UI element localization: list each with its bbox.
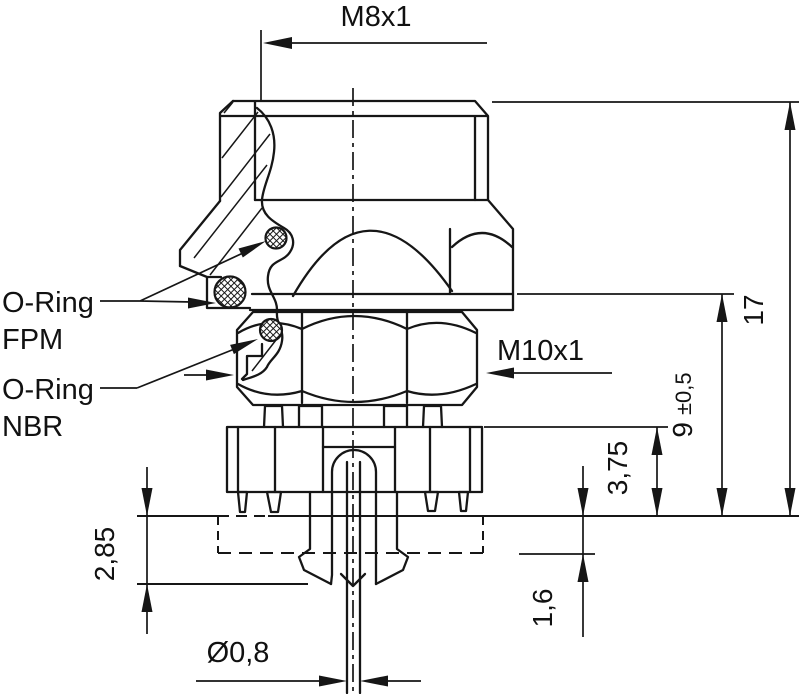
dim-9-tolerance: ±0,5	[671, 372, 696, 415]
dimension-lines	[100, 30, 799, 682]
oring-nbr-label-line2: NBR	[2, 411, 63, 443]
dim-17-label: 17	[738, 294, 769, 325]
connector-body-outline	[178, 99, 515, 694]
o-ring-upper-fpm	[264, 226, 288, 250]
oring-nbr-label-line1: O-Ring	[2, 374, 94, 406]
dim-pin-diameter-label: Ø0,8	[207, 637, 270, 669]
dim-16-label: 1,6	[527, 589, 558, 628]
dim-375-label: 3,75	[602, 441, 633, 496]
o-ring-middle-fpm	[213, 275, 247, 309]
dim-285-label: 2,85	[89, 527, 120, 582]
oring-fpm-label-line1: O-Ring	[2, 287, 94, 319]
dim-9-value: 9	[667, 422, 698, 438]
thread-label-m10: M10x1	[497, 335, 584, 367]
thread-label-m8: M8x1	[341, 1, 412, 33]
dimension-arrowheads	[141, 37, 796, 687]
oring-fpm-label-line2: FPM	[2, 324, 63, 356]
o-ring-lower-nbr	[258, 317, 284, 343]
dim-9-label: 9 ±0,5	[667, 372, 698, 437]
panel-section	[137, 515, 799, 585]
